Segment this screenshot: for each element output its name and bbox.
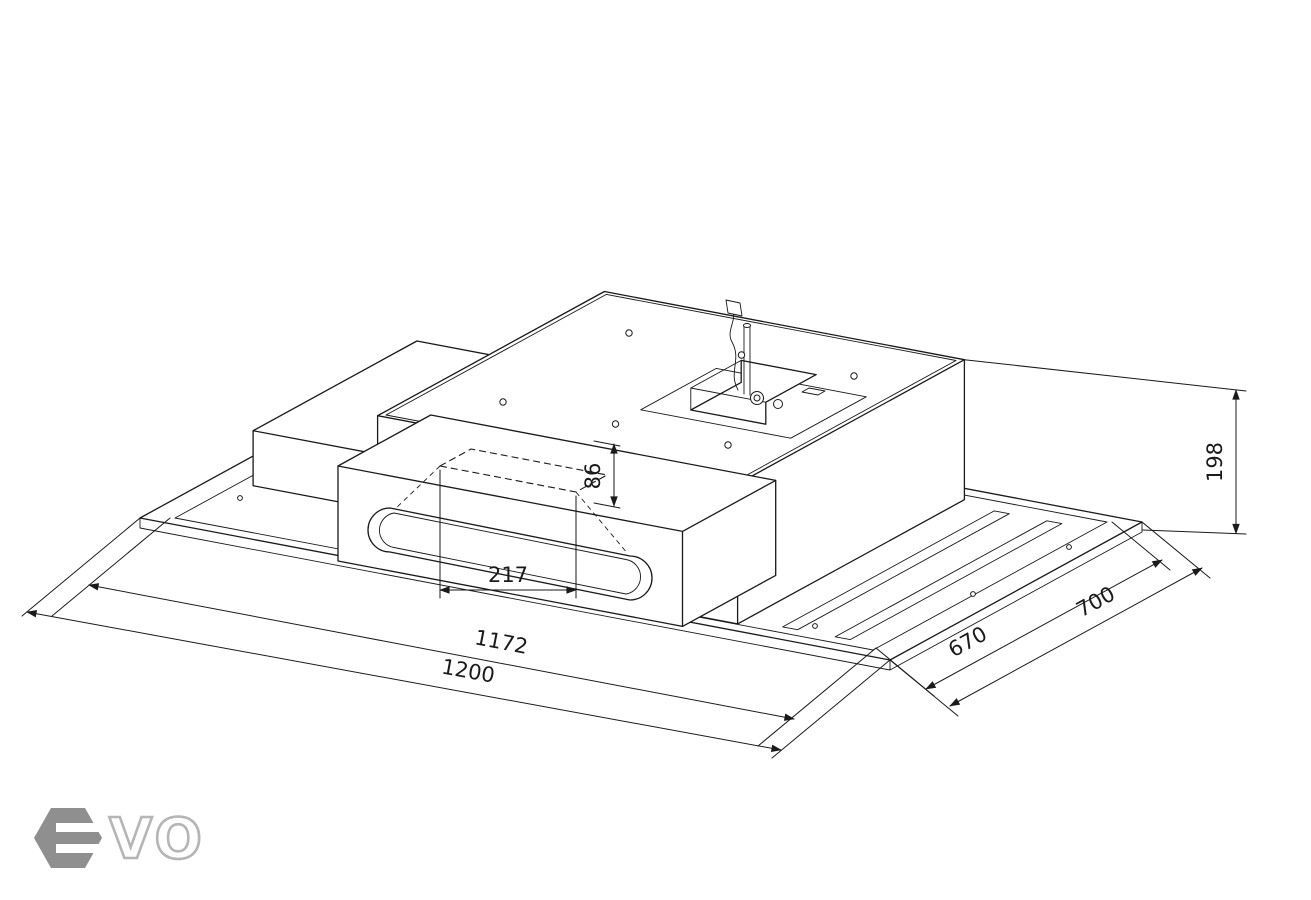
panel-screw [1066,544,1072,550]
dimension-217: 217 [439,469,577,599]
dim-label-198: 198 [1203,442,1227,482]
dim-label-1172: 1172 [473,625,530,659]
dim-label-217: 217 [488,563,528,587]
mounting-hole [737,351,746,359]
cable-gland-inner [753,394,761,402]
terminal-block [801,387,826,396]
dim-label-670: 670 [944,622,991,662]
duct-knockout [393,448,629,555]
emblem-e-cut [56,844,110,853]
mounting-holes [499,329,858,449]
dim-label-1200: 1200 [440,655,497,688]
power-cable [729,311,739,391]
panel-screw [237,495,243,501]
filter-housing [337,414,777,628]
mounting-hole [724,441,732,449]
duct-projection-line [393,465,629,555]
dimension-line [26,610,782,752]
dimension-198: 198 [963,359,1247,535]
mounting-hole [625,329,633,337]
extension-line [439,469,577,599]
logo-text-vo: VO [109,807,205,872]
terminal-ring [773,399,783,409]
mounting-hole [499,398,507,406]
extension-line [21,517,891,759]
cable-plug [725,299,743,317]
panel-screw [970,591,976,597]
dimension-86: 86 [581,440,621,509]
conduit-rod-top [742,323,752,328]
conduit-rod [743,325,751,396]
dim-label-86: 86 [581,463,605,490]
panel-screw [812,623,818,629]
mounting-hole [611,420,620,428]
motor-assembly [640,299,867,439]
emblem-e-cut [56,823,110,832]
mounting-hole [850,372,858,380]
evo-emblem-hexagon-icon [34,808,102,868]
dimension-line [949,567,1203,707]
evo-logo: VO [34,806,205,873]
duct-knockout-outline [439,448,608,493]
extension-line [963,359,1247,535]
